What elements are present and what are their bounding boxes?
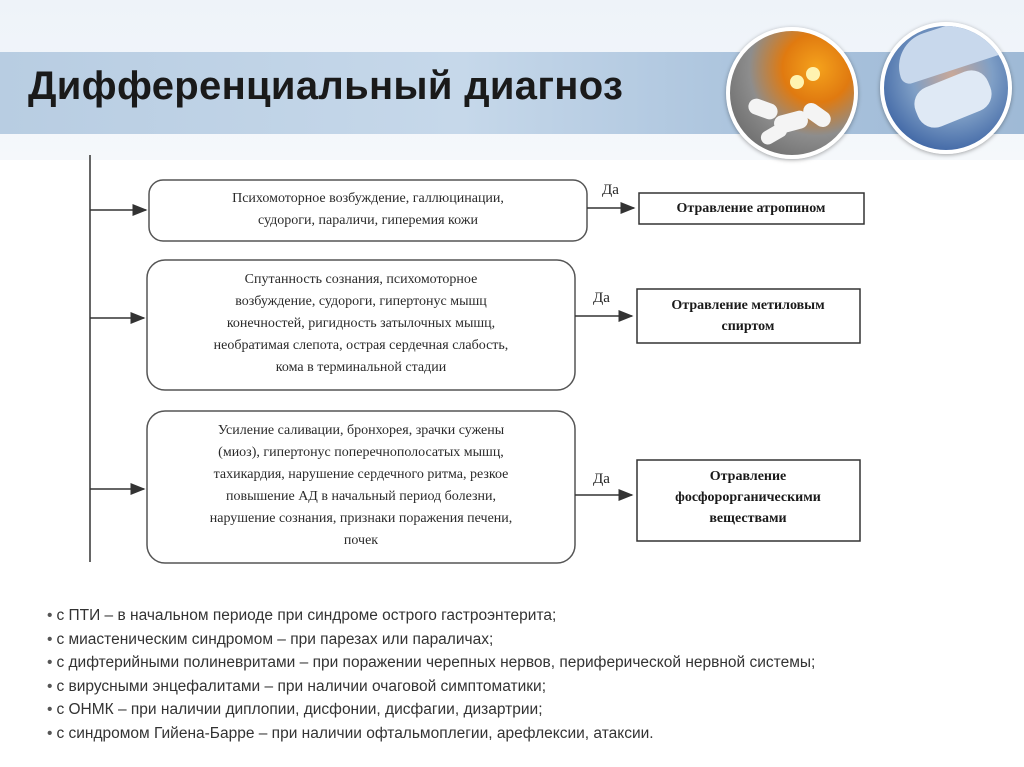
condition-line: почек [150, 530, 572, 552]
condition-line: судороги, параличи, гиперемия кожи [152, 210, 584, 232]
condition-line: (миоз), гипертонус поперечнополосатых мы… [150, 442, 572, 464]
condition-line: конечностей, ригидность затылочных мышц, [150, 313, 572, 335]
condition-line: возбуждение, судороги, гипертонус мышц [150, 291, 572, 313]
yes-label-1: Да [602, 182, 619, 199]
list-item: •с вирусными энцефалитами – при наличии … [47, 675, 815, 699]
result-line: Отравление [638, 466, 858, 487]
condition-line: тахикардия, нарушение сердечного ритма, … [150, 464, 572, 486]
result-line: Отравление атропином [640, 198, 862, 219]
differential-list: •с ПТИ – в начальном периоде при синдром… [47, 604, 815, 745]
condition-line: нарушение сознания, признаки поражения п… [150, 508, 572, 530]
result-line: спиртом [638, 316, 858, 337]
list-item: •с ПТИ – в начальном периоде при синдром… [47, 604, 815, 628]
result-line: Отравление метиловым [638, 295, 858, 316]
result-text-2: Отравление метиловым спиртом [638, 295, 858, 337]
condition-line: повышение АД в начальный период болезни, [150, 486, 572, 508]
yes-label-3: Да [593, 471, 610, 488]
list-item-text: с ПТИ – в начальном периоде при синдроме… [56, 607, 556, 624]
list-item: •с миастеническим синдромом – при пареза… [47, 628, 815, 652]
list-item-text: с синдромом Гийена-Барре – при наличии о… [56, 725, 653, 742]
condition-text-2: Спутанность сознания, психомоторное возб… [150, 269, 572, 379]
condition-line: кома в терминальной стадии [150, 357, 572, 379]
result-line: фосфорорганическими [638, 487, 858, 508]
condition-line: Усиление саливации, бронхорея, зрачки су… [150, 420, 572, 442]
list-item-text: с дифтерийными полиневритами – при пораж… [56, 654, 815, 671]
condition-text-3: Усиление саливации, бронхорея, зрачки су… [150, 420, 572, 552]
result-line: веществами [638, 508, 858, 529]
result-text-3: Отравление фосфорорганическими веществам… [638, 466, 858, 529]
list-item-text: с вирусными энцефалитами – при наличии о… [56, 678, 546, 695]
list-item-text: с миастеническим синдромом – при парезах… [56, 631, 493, 648]
condition-line: необратимая слепота, острая сердечная сл… [150, 335, 572, 357]
list-item: •с ОНМК – при наличии диплопии, дисфонии… [47, 698, 815, 722]
result-text-1: Отравление атропином [640, 198, 862, 219]
list-item-text: с ОНМК – при наличии диплопии, дисфонии,… [56, 701, 542, 718]
condition-line: Психомоторное возбуждение, галлюцинации, [152, 188, 584, 210]
list-item: •с дифтерийными полиневритами – при пора… [47, 651, 815, 675]
list-item: •с синдромом Гийена-Барре – при наличии … [47, 722, 815, 746]
yes-label-2: Да [593, 290, 610, 307]
condition-line: Спутанность сознания, психомоторное [150, 269, 572, 291]
condition-text-1: Психомоторное возбуждение, галлюцинации,… [152, 188, 584, 232]
